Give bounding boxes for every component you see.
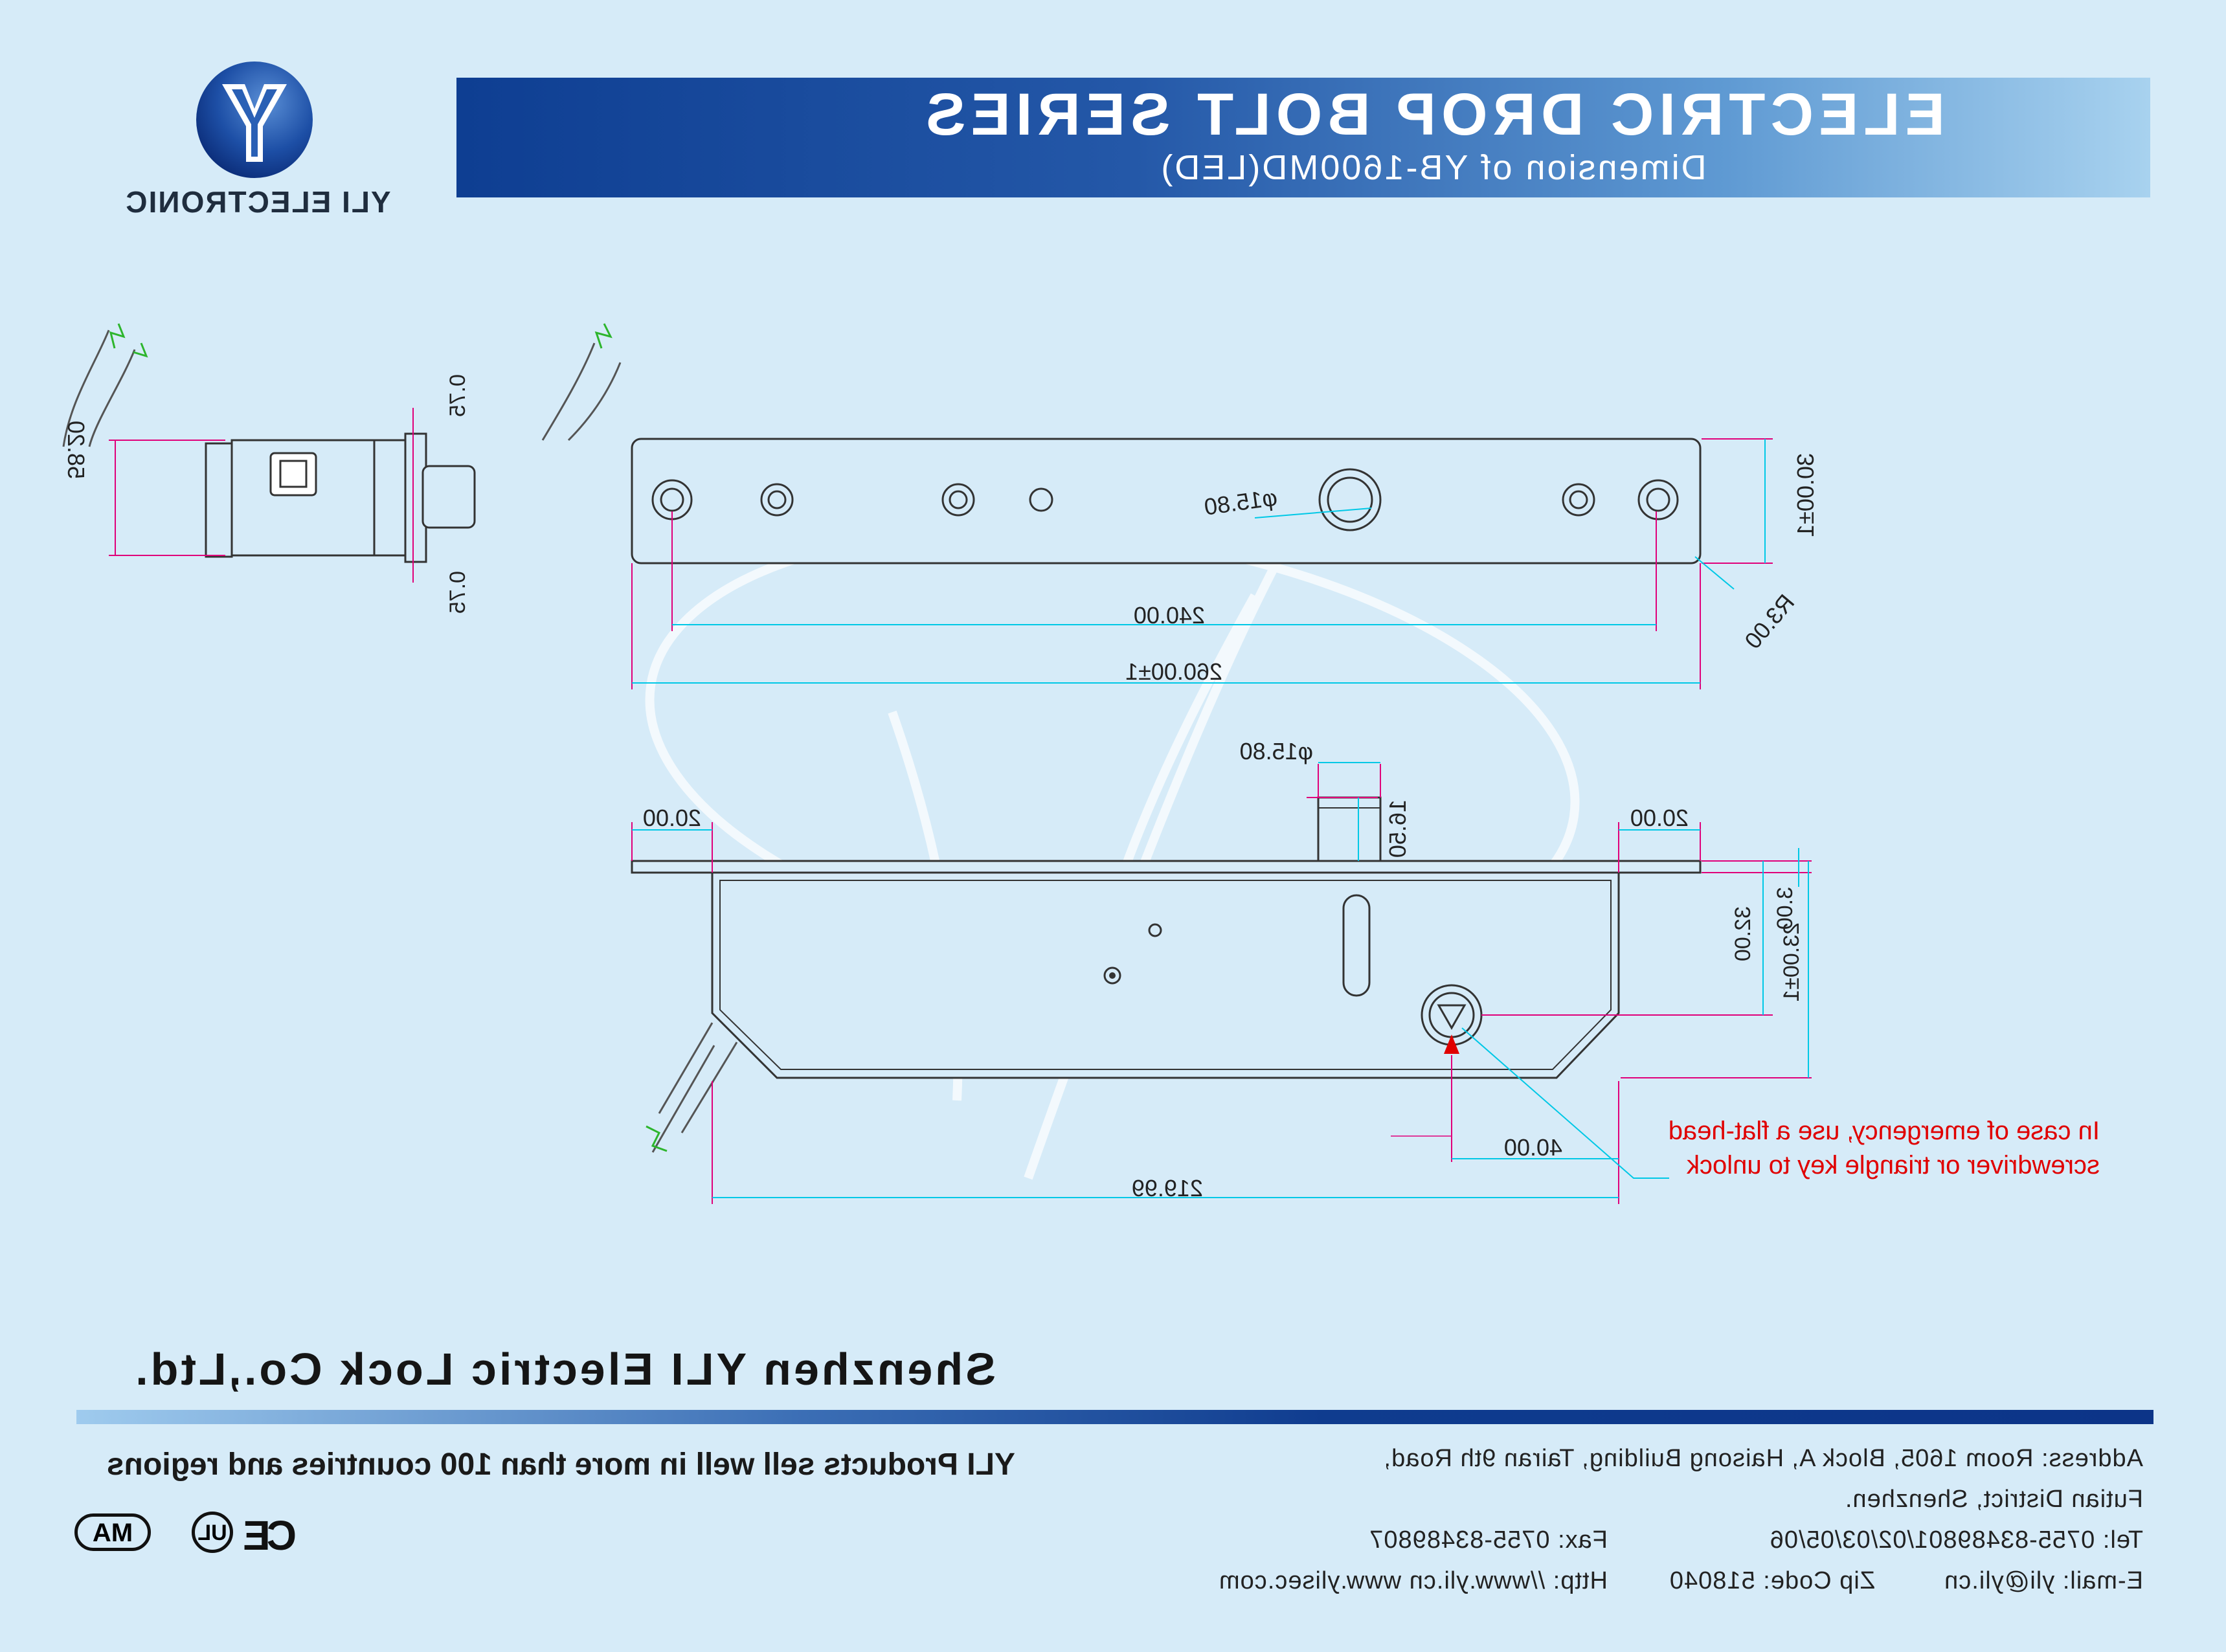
address-line2: Futian District, Shenzhen. <box>1844 1486 2143 1513</box>
company-name: Shenzhen YLI Electric Lock Co.,Ltd. <box>133 1344 996 1394</box>
dim-key-offset: 40.00 <box>1503 1134 1562 1161</box>
zip-line: Zip Code: 518040 <box>1669 1567 1875 1594</box>
top-view <box>541 323 1773 689</box>
dim-left-flange: 20.00 <box>642 805 701 831</box>
cma-mark-icon: MA <box>74 1513 151 1551</box>
dim-body-length: 219.99 <box>1131 1175 1203 1201</box>
dim-side-height: 58.20 <box>63 420 89 479</box>
tel-line: Tel: 0755-83489801/02/03/05/06 <box>1769 1526 2143 1554</box>
slogan: YLI Products sell well in more than 100 … <box>106 1447 1015 1482</box>
emergency-note-line2: screwdriver or triangle key to unlock <box>1686 1151 2100 1179</box>
bolt-hole <box>1318 468 1382 531</box>
ul-mark-icon: UL <box>192 1512 233 1553</box>
dim-front-bolt-dia: φ15.80 <box>1239 738 1313 765</box>
bolt-pin <box>1317 796 1382 862</box>
footer-divider <box>76 1410 2153 1424</box>
http-line: Http: //www.yli.cn www.ylisec.com <box>1219 1567 1608 1594</box>
dim-length: 260.00±1 <box>1125 658 1222 685</box>
ce-mark-icon: CE <box>247 1512 297 1559</box>
plate-outline <box>631 438 1702 564</box>
lock-body <box>711 871 1620 1079</box>
dim-side-top: 0.75 <box>445 374 470 418</box>
dim-hole-spacing: 240.00 <box>1133 602 1205 629</box>
dim-keyhole-height: 32.00 <box>1731 906 1755 962</box>
dim-side-bottom: 0.75 <box>445 571 470 614</box>
dim-depth: 23.00±1 <box>1779 922 1804 1002</box>
address-line1: Address: Room 1605, Block A, Haisong Bui… <box>1383 1445 2143 1472</box>
email-line: E-mail: yli@yli.cn <box>1944 1567 2143 1594</box>
emergency-note-line1: In case of emergency, use a flat-head <box>1668 1117 2100 1145</box>
dim-width: 30.00±1 <box>1792 453 1819 537</box>
dim-right-flange: 20.00 <box>1630 805 1689 831</box>
dim-bolt-height: 16.50 <box>1384 799 1411 858</box>
side-view <box>62 323 476 583</box>
yli-logo-icon <box>196 61 313 178</box>
front-view <box>631 762 1812 1204</box>
fax-line: Fax: 0755-83489807 <box>1369 1526 1608 1554</box>
